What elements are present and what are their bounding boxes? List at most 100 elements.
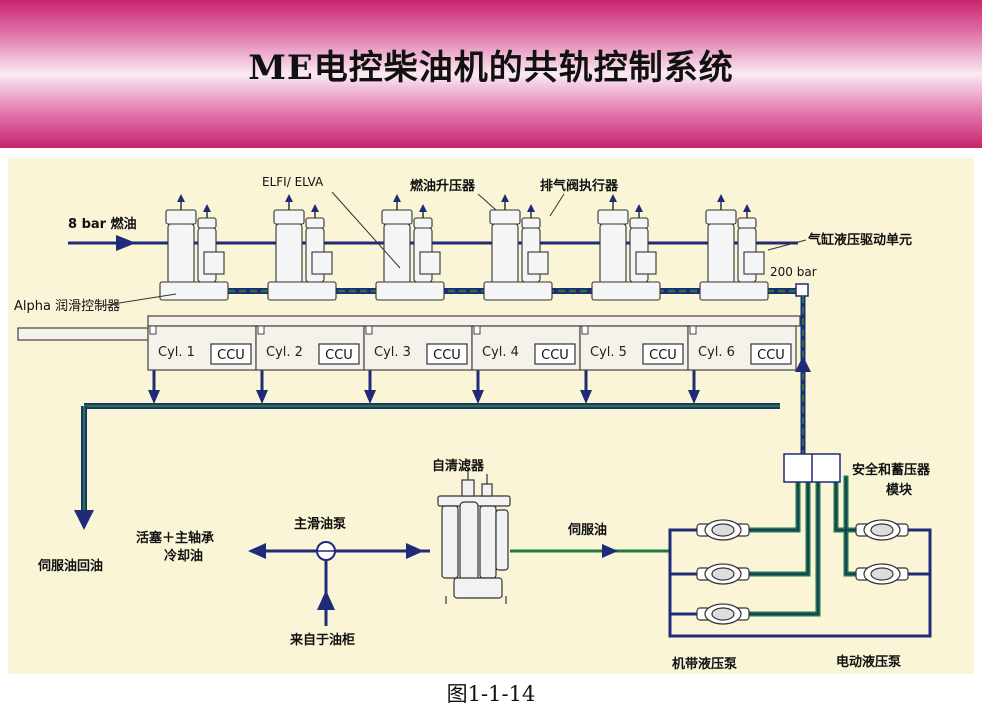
cylinder-drain-arrow	[580, 390, 592, 404]
electric-pump	[855, 563, 909, 585]
self-cleaning-filter-label: 自清滤器	[432, 458, 485, 474]
electric-pumps-label: 电动液压泵	[836, 654, 901, 670]
cylinder-frame-lug	[365, 325, 373, 335]
fuel-booster-label: 燃油升压器	[410, 178, 476, 194]
hcu-unit	[483, 194, 553, 301]
alpha-lube-controller-label: Alpha 润滑控制器	[14, 299, 120, 314]
cylinder-label: Cyl. 2	[266, 345, 303, 360]
engine-driven-pump	[696, 519, 750, 541]
servo-return-label: 伺服油回油	[37, 558, 103, 574]
engine-base-frame	[147, 315, 801, 327]
cylinder-drain-arrow	[148, 390, 160, 404]
main-lube-pump-label: 主滑油泵	[294, 516, 346, 532]
engine-driven-pump	[696, 603, 750, 625]
actuator-cap	[521, 217, 541, 229]
filter-inlet-arrow	[406, 543, 424, 559]
from-tank-label: 来自于油柜	[289, 632, 355, 648]
cylinder-frame-lug	[257, 325, 265, 335]
cylinder-label: Cyl. 4	[482, 345, 519, 360]
actuator-cap	[737, 217, 757, 229]
hydraulic-cylinder-units	[159, 194, 769, 301]
hcu-base	[483, 281, 553, 301]
rail-end-junction	[795, 283, 809, 297]
cylinder-frame-lug	[149, 325, 157, 335]
hcu-unit	[591, 194, 661, 301]
cylinder-drain-arrow	[256, 390, 268, 404]
pump-shaft	[711, 567, 735, 581]
elfi-valve	[203, 251, 225, 275]
piston-cooling-label-2: 冷却油	[164, 548, 203, 564]
hcu-unit	[159, 194, 229, 301]
ccu-label: CCU	[541, 348, 569, 363]
servo-return-arrow	[74, 510, 94, 530]
title-banner: ME电控柴油机的共轨控制系统	[0, 0, 982, 148]
pump-shaft	[711, 607, 735, 621]
booster-cap	[597, 209, 629, 225]
ccu-box	[534, 343, 576, 365]
ccu-box	[426, 343, 468, 365]
safety-module-label-2: 模块	[886, 482, 913, 498]
elfi-valve	[743, 251, 765, 275]
elfi-elva-label: ELFI/ ELVA	[262, 175, 324, 189]
pressure-200bar-label: 200 bar	[770, 265, 817, 279]
ccu-box	[318, 343, 360, 365]
self-cleaning-filter	[437, 468, 511, 604]
tank-suction-arrow	[317, 590, 335, 610]
hcu-label: 气缸液压驱动单元	[808, 232, 912, 248]
ccu-box	[210, 343, 252, 365]
hcu-base	[375, 281, 445, 301]
cylinder-frame-lug	[473, 325, 481, 335]
hydraulic-pumps	[696, 519, 909, 625]
fuel-booster	[491, 223, 519, 285]
ccu-box	[750, 343, 792, 365]
cylinder-label: Cyl. 6	[698, 345, 735, 360]
ccu-label: CCU	[433, 348, 461, 363]
pump-shaft	[711, 523, 735, 537]
hcu-base	[699, 281, 769, 301]
exhaust-actuator-label: 排气阀执行器	[540, 178, 619, 194]
engine-frame-ledge	[17, 327, 149, 341]
actuator-cap	[197, 217, 217, 229]
fuel-booster	[167, 223, 195, 285]
safety-module-label-1: 安全和蓄压器	[852, 462, 931, 478]
ccu-box	[642, 343, 684, 365]
piston-cooling-label-1: 活塞＋主轴承	[136, 530, 214, 546]
engine-driven-pumps-label: 机带液压泵	[672, 656, 737, 672]
ccu-label: CCU	[649, 348, 677, 363]
electric-pump	[855, 519, 909, 541]
actuator-cap	[629, 217, 649, 229]
booster-cap	[165, 209, 197, 225]
figure-caption: 图1-1-14	[446, 682, 536, 706]
actuator-cap	[413, 217, 433, 229]
cylinder-drain-arrow	[688, 390, 700, 404]
cylinder-label: Cyl. 3	[374, 345, 411, 360]
elfi-valve	[419, 251, 441, 275]
booster-cap	[489, 209, 521, 225]
fuel-booster	[599, 223, 627, 285]
fuel-inlet-arrow	[116, 235, 136, 251]
elfi-valve	[311, 251, 333, 275]
hcu-base	[267, 281, 337, 301]
ccu-label: CCU	[325, 348, 353, 363]
engine-driven-pump	[696, 563, 750, 585]
pump-shaft	[870, 567, 894, 581]
pump-shaft	[870, 523, 894, 537]
ccu-label: CCU	[217, 348, 245, 363]
ccu-label: CCU	[757, 348, 785, 363]
fuel-8bar-label: 8 bar 燃油	[68, 216, 137, 232]
servo-oil-arrow	[602, 544, 618, 558]
page-title: ME电控柴油机的共轨控制系统	[248, 48, 734, 88]
hcu-base	[159, 281, 229, 301]
servo-oil-label: 伺服油	[567, 522, 607, 538]
fuel-booster	[707, 223, 735, 285]
booster-cap	[705, 209, 737, 225]
booster-cap	[381, 209, 413, 225]
hcu-unit	[375, 194, 445, 301]
elfi-valve	[527, 251, 549, 275]
servo-supply-arrow	[795, 356, 811, 372]
cylinder-label: Cyl. 5	[590, 345, 627, 360]
hcu-base	[591, 281, 661, 301]
